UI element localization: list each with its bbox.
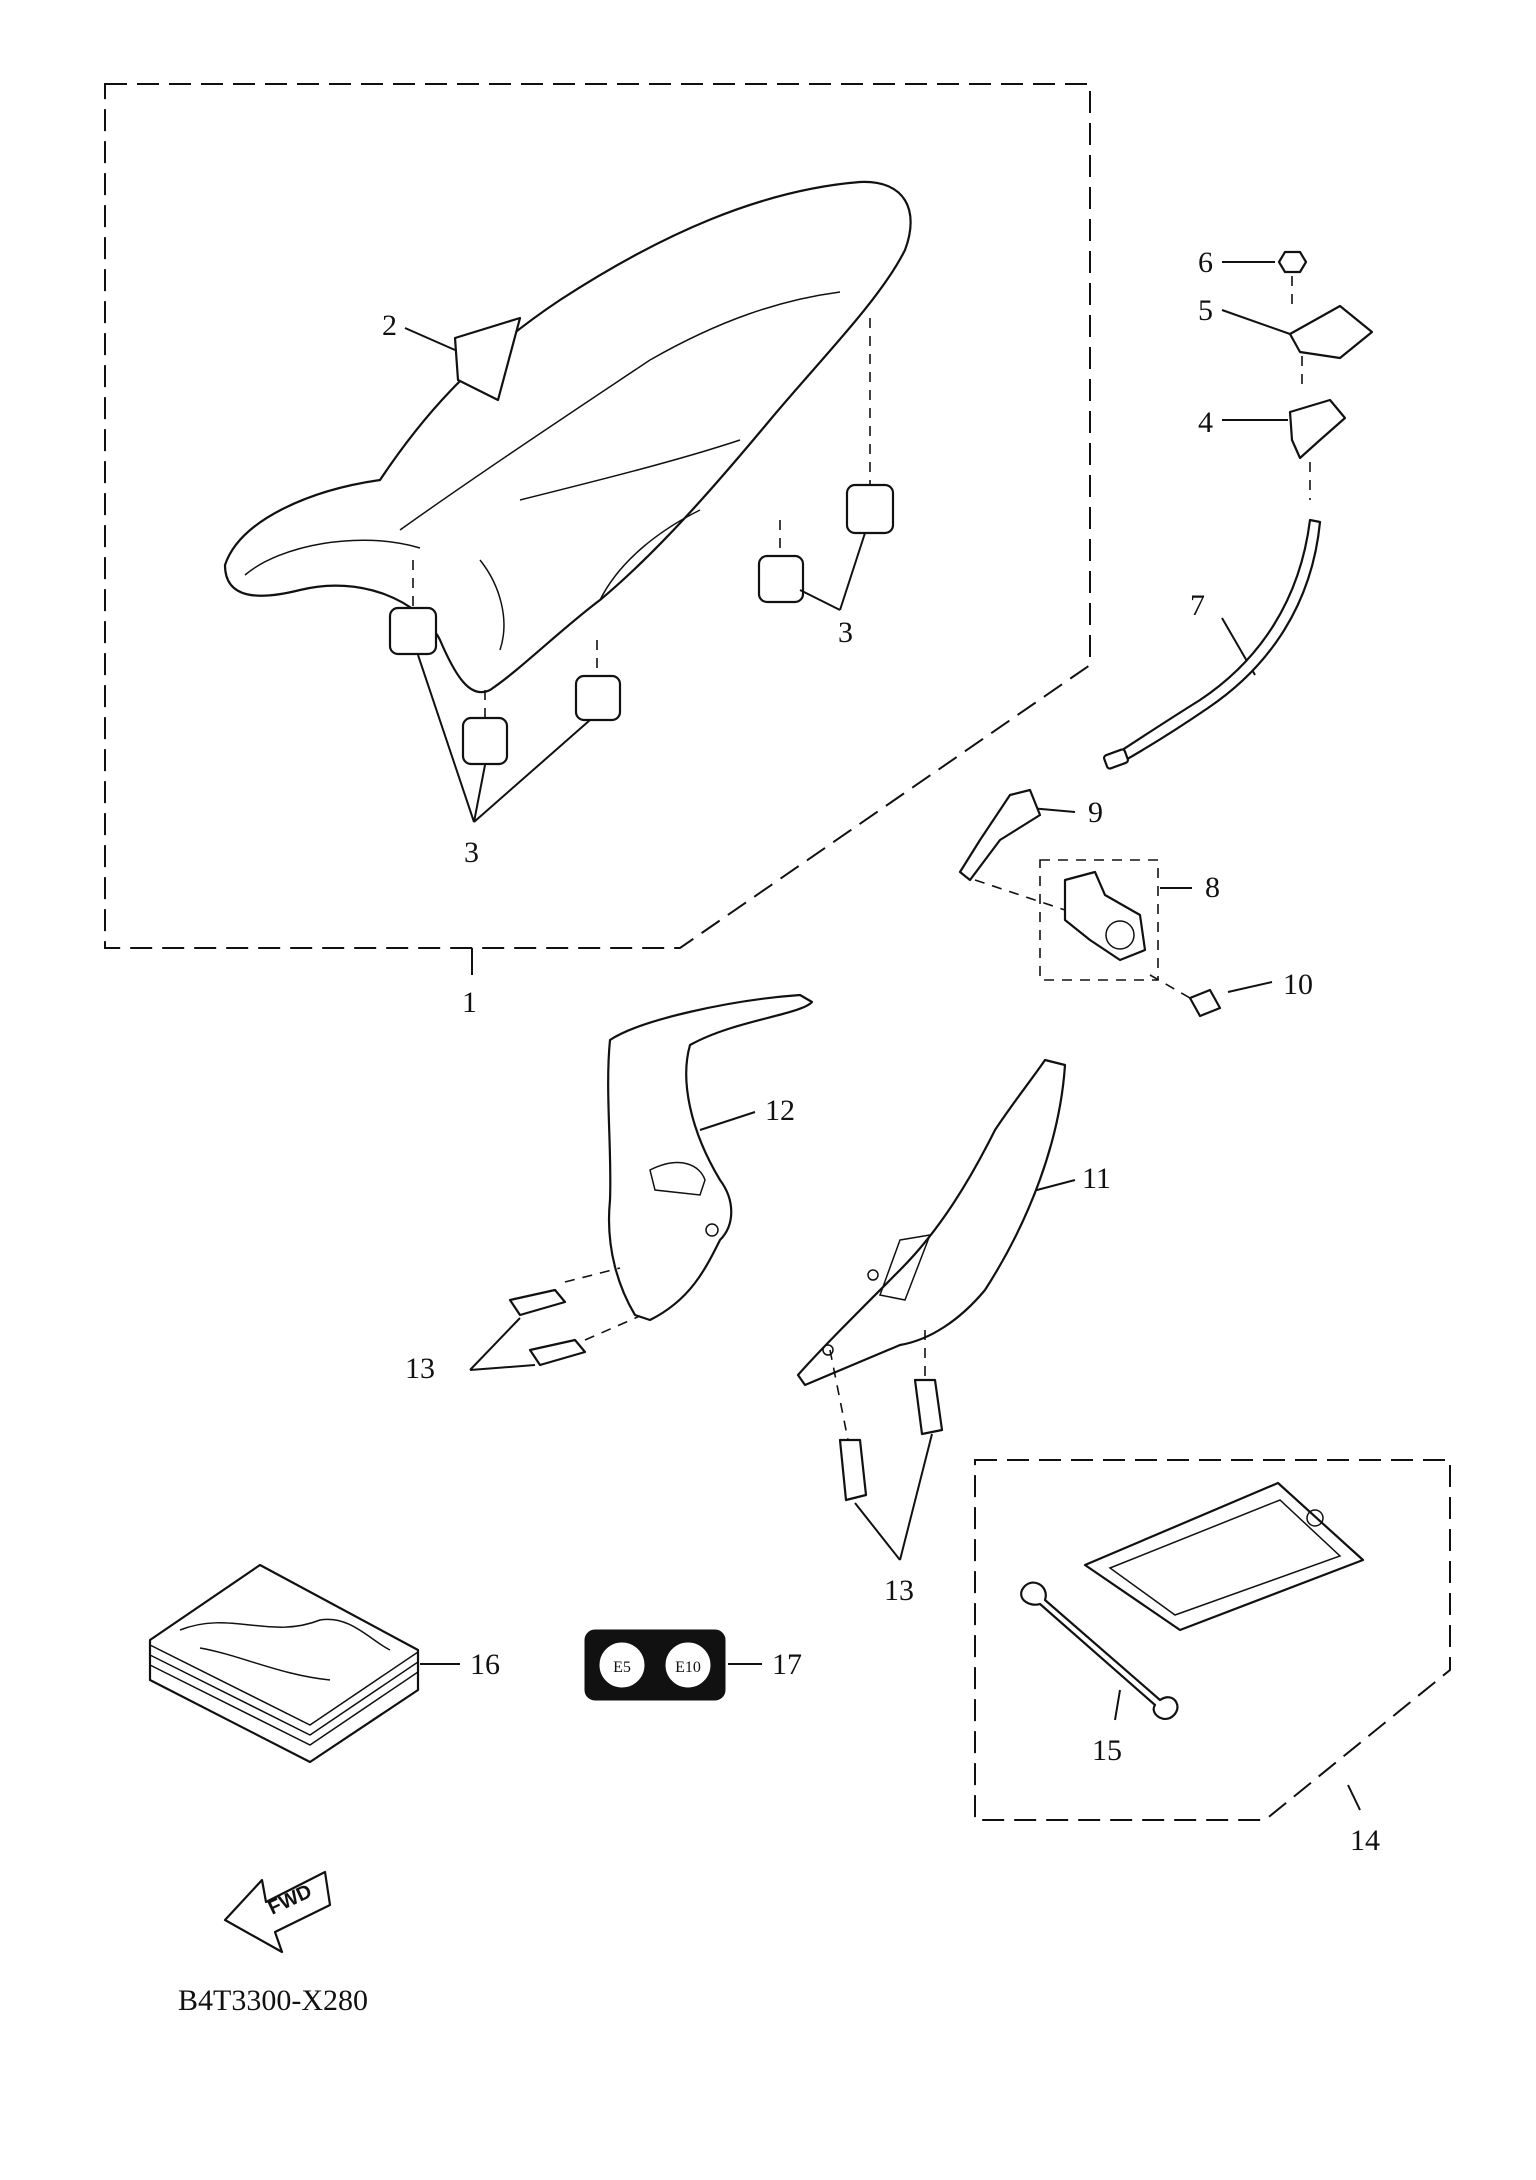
diagram-code: B4T3300-X280 — [178, 1984, 368, 2017]
fwd-arrow-icon: FWD — [223, 1870, 332, 1954]
label-e10: E10 — [675, 1659, 701, 1676]
tool-bag — [1083, 1481, 1365, 1632]
lock-bracket — [958, 788, 1042, 882]
seat-lock-cable — [1108, 518, 1322, 768]
grab-bar-right: 11 — [796, 1058, 1111, 1387]
callout-12: 12 — [765, 1094, 795, 1127]
callout-10: 10 — [1283, 968, 1313, 1001]
callout-17: 17 — [772, 1648, 802, 1681]
callout-13-right: 13 — [884, 1574, 914, 1607]
callout-8: 8 — [1205, 871, 1220, 904]
callout-6: 6 — [1198, 246, 1213, 279]
damper-group-front: 3 — [388, 560, 622, 869]
fuel-label: E5 E10 17 — [584, 1629, 802, 1701]
callout-2: 2 — [382, 309, 397, 342]
nut — [1277, 250, 1308, 274]
callout-5: 5 — [1198, 294, 1213, 327]
callout-4: 4 — [1198, 406, 1213, 439]
grab-bar-bolts-left: 13 — [405, 1267, 641, 1385]
callout-1: 1 — [462, 986, 477, 1019]
callout-15: 15 — [1092, 1734, 1122, 1767]
tool-kit-boundary — [974, 1459, 1451, 1821]
callout-11: 11 — [1082, 1162, 1111, 1195]
owners-manual: 16 — [148, 1563, 500, 1764]
grab-bar-left: 12 — [607, 993, 814, 1322]
seat-lock-hardware: 6 5 4 7 — [1103, 246, 1374, 770]
callout-7: 7 — [1190, 589, 1205, 622]
seat-label-tape — [453, 316, 522, 402]
callout-9: 9 — [1088, 796, 1103, 829]
seat-lock — [1063, 870, 1147, 962]
callout-14: 14 — [1350, 1824, 1380, 1857]
callout-3-rear: 3 — [838, 616, 853, 649]
label-e5: E5 — [613, 1659, 631, 1676]
tool-kit-group: 15 14 — [974, 1459, 1451, 1857]
damper-group-rear: 3 — [757, 318, 895, 649]
lock-hook — [1288, 398, 1347, 460]
callout-16: 16 — [470, 1648, 500, 1681]
seat-assembly-group: 1 2 3 — [104, 83, 1091, 1019]
grab-bar-bolts-right: 13 — [829, 1330, 944, 1607]
callout-3-front: 3 — [464, 836, 479, 869]
screw-10 — [1188, 988, 1222, 1018]
seat-lock-group: 9 8 10 — [958, 788, 1313, 1018]
lock-bracket-plate — [1288, 304, 1374, 360]
seat-group-boundary — [104, 83, 1091, 949]
seat — [223, 180, 912, 694]
callout-13-left: 13 — [405, 1352, 435, 1385]
tool-wire — [1020, 1581, 1179, 1720]
